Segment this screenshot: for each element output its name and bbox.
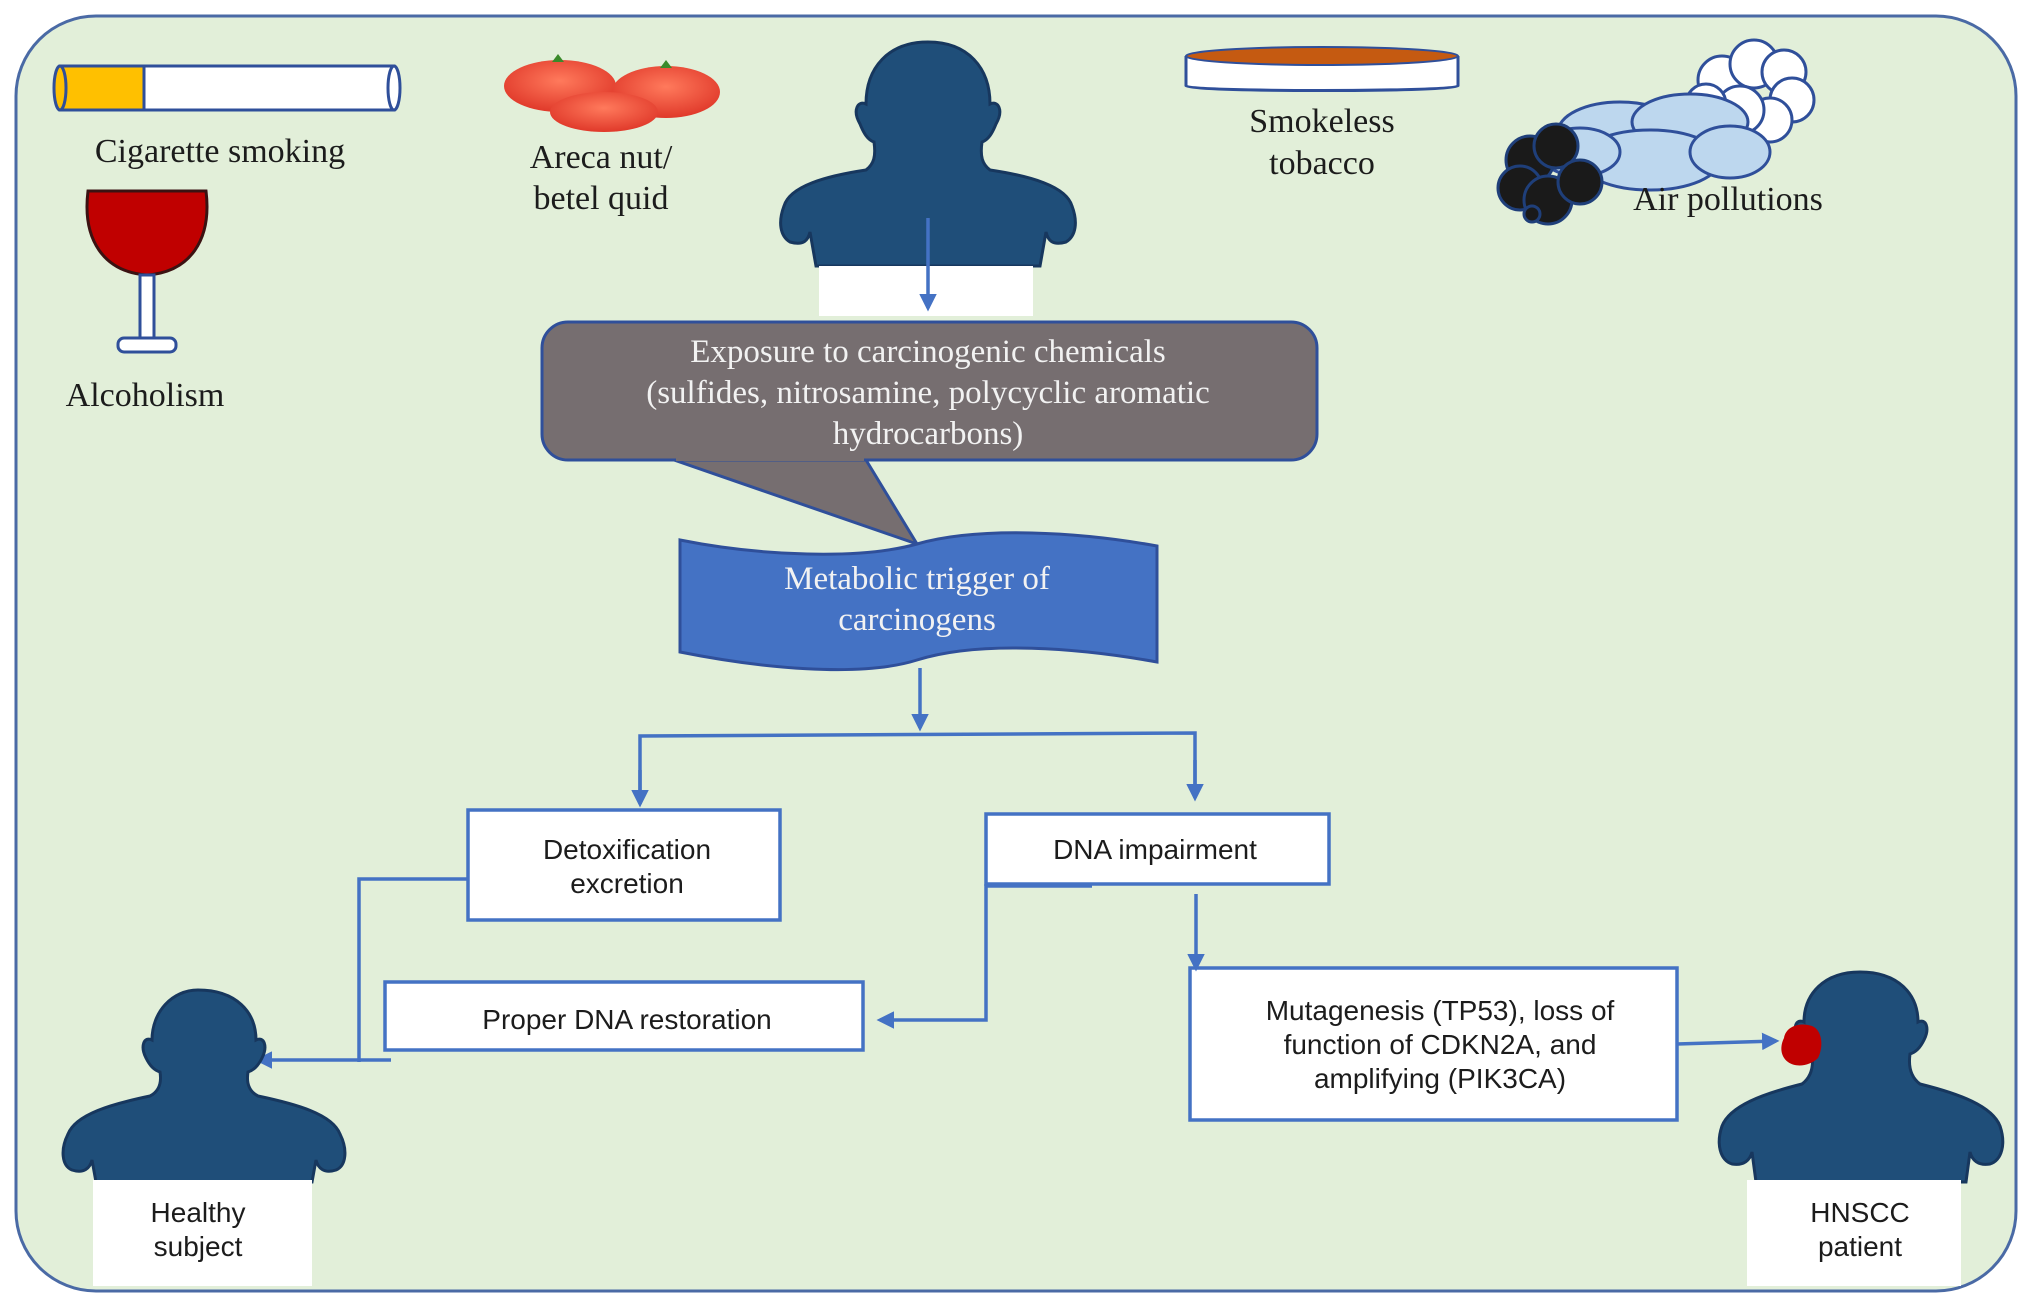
hnscc-patient-label-box <box>1747 1180 1961 1286</box>
exposure-line-3: hydrocarbons) <box>833 416 1024 452</box>
dna-restoration-label: Proper DNA restoration <box>482 1004 771 1035</box>
mutagenesis-line-2: function of CDKN2A, and <box>1284 1029 1597 1060</box>
label-betel-quid: betel quid <box>533 180 668 217</box>
exposure-callout <box>540 320 1319 547</box>
label-cigarette-smoking: Cigarette smoking <box>95 133 345 170</box>
tumor-icon <box>1781 1024 1822 1066</box>
detox-box <box>466 808 782 922</box>
detox-to-healthy-connector <box>357 877 468 1062</box>
label-alcoholism: Alcoholism <box>66 377 225 414</box>
mutagenesis-box <box>1188 966 1679 1122</box>
healthy-line-1: Healthy <box>151 1197 246 1228</box>
exposure-line-1: Exposure to carcinogenic chemicals <box>690 334 1166 370</box>
mutagenesis-line-1: Mutagenesis (TP53), loss of <box>1266 995 1615 1026</box>
arrow-to-hnscc-patient <box>1676 1032 1780 1051</box>
metabolic-line-2: carcinogens <box>838 602 996 638</box>
wine-glass-icon <box>85 189 209 354</box>
metabolic-trigger-banner <box>678 531 1159 672</box>
metabolic-line-1: Metabolic trigger of <box>784 561 1050 597</box>
dna-impairment-box <box>984 812 1331 886</box>
cigarette-icon <box>52 64 402 112</box>
label-air-pollutions: Air pollutions <box>1633 181 1823 218</box>
exposure-line-2: (sulfides, nitrosamine, polycyclic aroma… <box>646 375 1210 411</box>
detox-line-1: Detoxification <box>543 834 711 865</box>
air-pollution-cloud-icon <box>1496 38 1816 226</box>
areca-nut-icon <box>504 54 720 132</box>
dna-impairment-label: DNA impairment <box>1053 834 1257 865</box>
arrow-to-dna-restoration <box>876 884 1092 1029</box>
patient-line-2: patient <box>1818 1231 1902 1262</box>
healthy-subject-label-box <box>93 1180 312 1286</box>
label-tobacco: tobacco <box>1269 145 1375 182</box>
dna-restoration-box <box>383 980 865 1052</box>
mutagenesis-line-3: amplifying (PIK3CA) <box>1314 1063 1566 1094</box>
smokeless-tobacco-icon <box>1184 46 1460 92</box>
top-human-label-box <box>819 266 1033 316</box>
healthy-line-2: subject <box>154 1231 243 1262</box>
label-areca-nut: Areca nut/ <box>530 139 673 176</box>
detox-line-2: excretion <box>570 868 684 899</box>
label-smokeless: Smokeless <box>1249 103 1394 140</box>
patient-line-1: HNSCC <box>1810 1197 1910 1228</box>
